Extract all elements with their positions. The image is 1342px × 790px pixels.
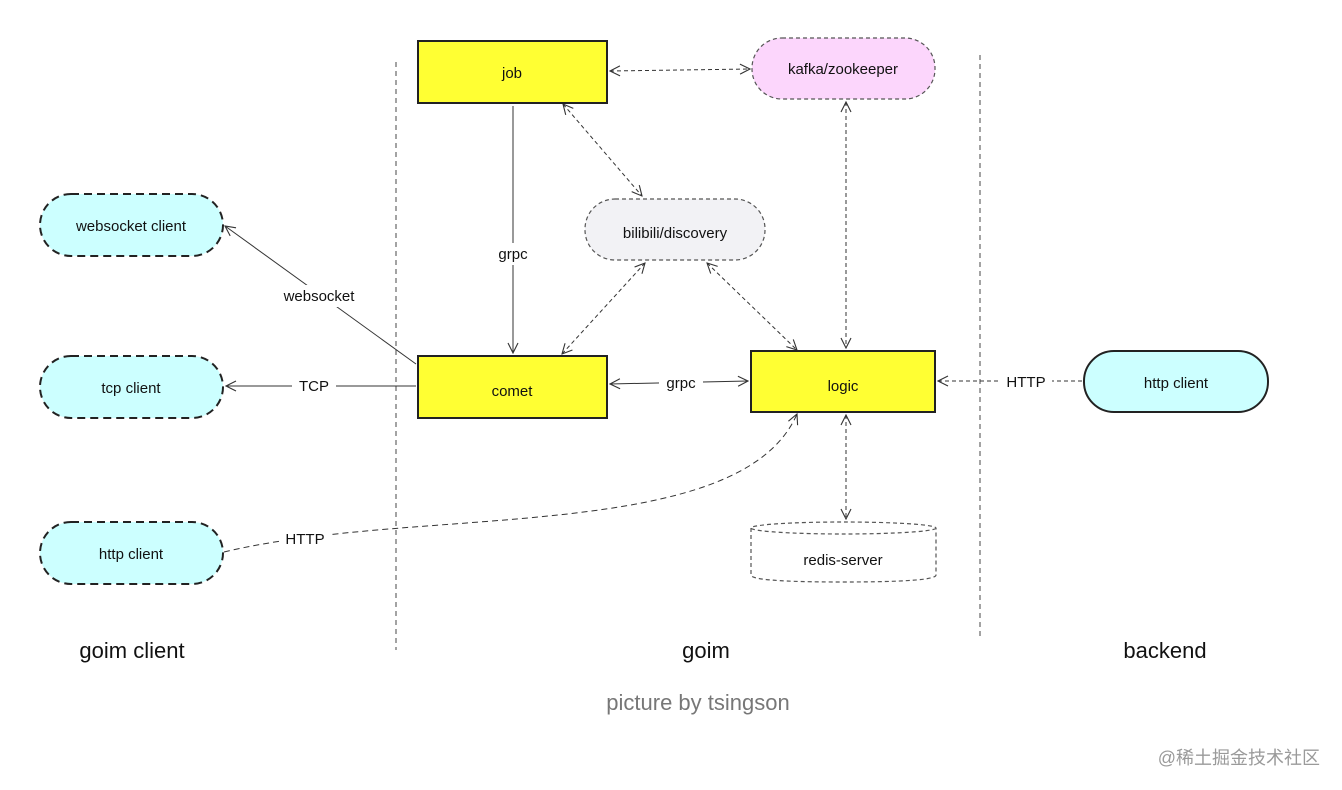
caption: picture by tsingson (606, 690, 789, 715)
node-redis: redis-server (750, 521, 937, 583)
node-websocket-client: websocket client (39, 193, 224, 257)
node-kafka: kafka/zookeeper (751, 37, 936, 100)
watermark: @稀土掘金技术社区 (1158, 748, 1320, 768)
node-websocket-client-label: websocket client (75, 218, 187, 235)
node-http-client-left-label: http client (99, 546, 164, 563)
label-comet-tcp: TCP (299, 378, 329, 395)
label-comet-logic: grpc (666, 375, 696, 392)
edge-job-kafka (610, 69, 750, 71)
node-logic: logic (750, 350, 936, 413)
node-discovery: bilibili/discovery (584, 198, 766, 261)
node-http-client-right: http client (1083, 350, 1269, 413)
region-label-client: goim client (79, 638, 184, 663)
node-logic-label: logic (828, 378, 859, 395)
label-comet-websocket: websocket (283, 288, 356, 305)
label-httpleft-logic: HTTP (285, 531, 324, 548)
node-job: job (417, 40, 608, 104)
node-redis-label: redis-server (803, 552, 882, 569)
edge-discovery-comet (562, 263, 645, 354)
node-comet-label: comet (492, 383, 534, 400)
node-tcp-client-label: tcp client (101, 380, 161, 397)
edge-discovery-logic (707, 263, 797, 350)
region-label-goim: goim (682, 638, 730, 663)
edge-job-discovery (563, 104, 642, 196)
label-job-comet: grpc (498, 246, 528, 263)
node-job-label: job (501, 65, 522, 82)
node-comet: comet (417, 355, 608, 419)
label-httpright-logic: HTTP (1006, 374, 1045, 391)
node-http-client-right-label: http client (1144, 375, 1209, 392)
node-discovery-label: bilibili/discovery (623, 225, 728, 242)
node-http-client-left: http client (39, 521, 224, 585)
node-tcp-client: tcp client (39, 355, 224, 419)
region-label-backend: backend (1123, 638, 1206, 663)
node-kafka-label: kafka/zookeeper (788, 61, 898, 78)
